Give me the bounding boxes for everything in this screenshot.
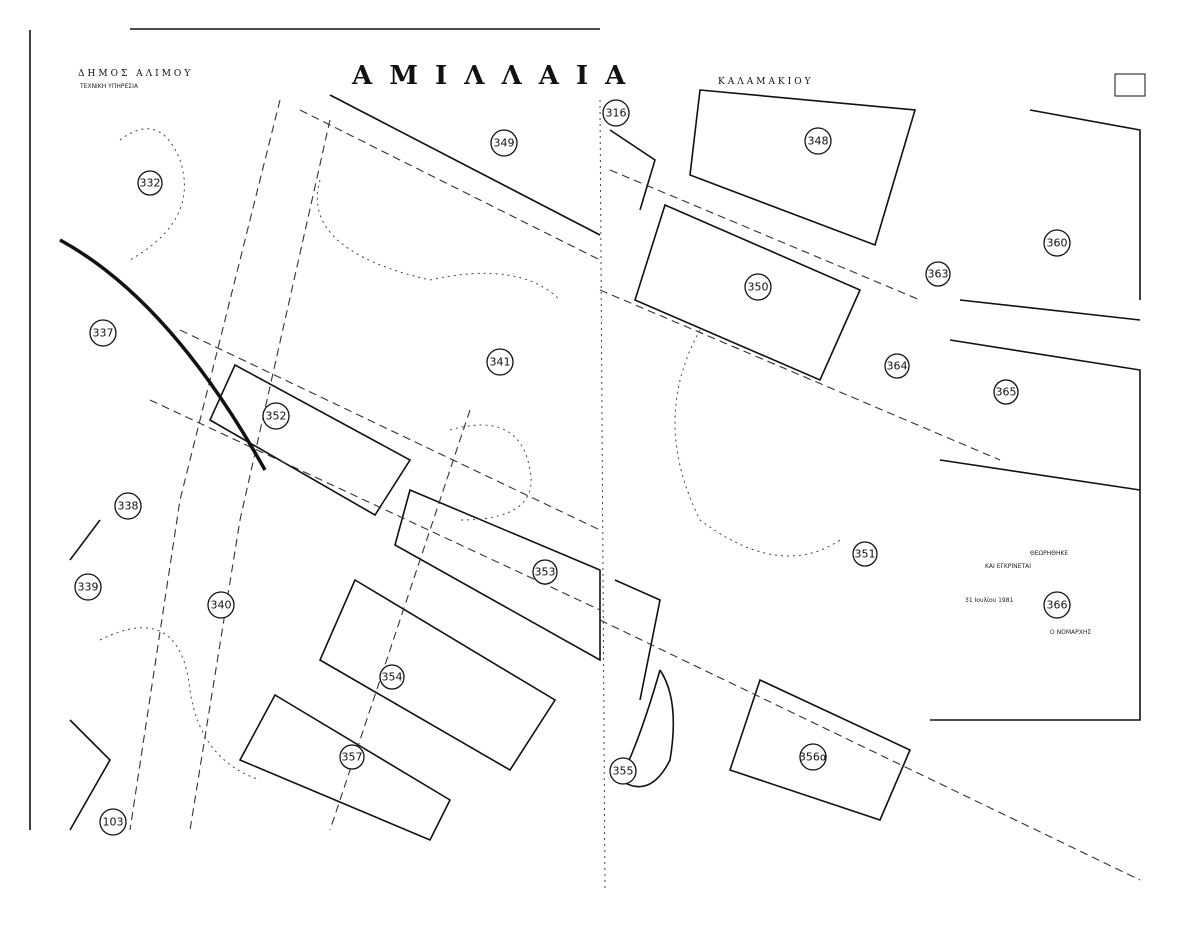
svg-text:350: 350 xyxy=(748,281,769,294)
parcel-364[interactable]: 364 xyxy=(884,353,910,379)
parcel-353[interactable]: 353 xyxy=(532,559,558,585)
map-subtitle: ΚΑΛΑΜΑΚΙΟΥ xyxy=(718,77,814,87)
svg-text:332: 332 xyxy=(140,177,161,190)
approval-date: 31 Ιουλίου 1981 xyxy=(965,597,1014,604)
parcel-339[interactable]: 339 xyxy=(74,573,102,601)
approval-annotation: ΘΕΩΡΗΘΗΚΕ ΚΑΙ ΕΓΚΡΙΝΕΤΑΙ 31 Ιουλίου 1981… xyxy=(965,550,1091,636)
parcel-365[interactable]: 365 xyxy=(993,379,1019,405)
svg-text:339: 339 xyxy=(78,581,99,594)
parcel-348[interactable]: 348 xyxy=(804,127,832,155)
parcel-103[interactable]: 103 xyxy=(99,808,127,836)
approval-line1: ΘΕΩΡΗΘΗΚΕ xyxy=(1030,550,1068,557)
svg-text:103: 103 xyxy=(103,816,124,829)
svg-text:364: 364 xyxy=(887,360,908,373)
svg-text:356α: 356α xyxy=(799,751,827,764)
parcel-351[interactable]: 351 xyxy=(852,541,878,567)
issuer-line2: ΤΕΧΝΙΚΗ ΥΠΗΡΕΣΙΑ xyxy=(79,83,139,90)
parcel-350[interactable]: 350 xyxy=(744,273,772,301)
svg-text:341: 341 xyxy=(490,356,511,369)
parcel-338[interactable]: 338 xyxy=(114,492,142,520)
parcel-349[interactable]: 349 xyxy=(490,129,518,157)
svg-text:352: 352 xyxy=(266,410,287,423)
approval-signature: Ο ΝΟΜΑΡΧΗΣ xyxy=(1050,629,1091,636)
svg-text:357: 357 xyxy=(342,751,363,764)
svg-text:349: 349 xyxy=(494,137,515,150)
stream-line xyxy=(59,238,267,471)
parcel-340[interactable]: 340 xyxy=(207,591,235,619)
parcel-labels: 349 316 348 360 363 350 364 365 341 332 … xyxy=(74,99,1071,836)
svg-text:338: 338 xyxy=(118,500,139,513)
svg-text:360: 360 xyxy=(1047,237,1068,250)
sheet-index-box xyxy=(1114,73,1146,97)
parcel-354[interactable]: 354 xyxy=(379,664,405,690)
approval-line2: ΚΑΙ ΕΓΚΡΙΝΕΤΑΙ xyxy=(985,563,1031,570)
svg-text:351: 351 xyxy=(855,548,876,561)
parcel-355[interactable]: 355 xyxy=(609,757,637,785)
parcel-332[interactable]: 332 xyxy=(137,170,163,196)
parcel-352[interactable]: 352 xyxy=(262,402,290,430)
parcel-356a[interactable]: 356α xyxy=(799,743,827,771)
sheet-seam xyxy=(599,99,606,891)
svg-text:354: 354 xyxy=(382,671,403,684)
map-title: Α Μ Ι Λ Λ Α Ι Α xyxy=(351,61,629,91)
parcel-363[interactable]: 363 xyxy=(925,261,951,287)
svg-text:316: 316 xyxy=(606,107,627,120)
parcel-357[interactable]: 357 xyxy=(339,744,365,770)
svg-text:340: 340 xyxy=(211,599,232,612)
parcel-337[interactable]: 337 xyxy=(89,319,117,347)
parcel-360[interactable]: 360 xyxy=(1043,229,1071,257)
svg-text:363: 363 xyxy=(928,268,949,281)
issuer-line1: ΔΗΜΟΣ ΑΛΙΜΟΥ xyxy=(78,69,193,79)
parcel-366[interactable]: 366 xyxy=(1043,591,1071,619)
parcel-341[interactable]: 341 xyxy=(486,348,514,376)
svg-text:365: 365 xyxy=(996,386,1017,399)
svg-text:353: 353 xyxy=(535,566,556,579)
svg-text:355: 355 xyxy=(613,765,634,778)
street-network xyxy=(59,89,1141,881)
svg-text:337: 337 xyxy=(93,327,114,340)
svg-text:348: 348 xyxy=(808,135,829,148)
parcel-316[interactable]: 316 xyxy=(602,99,630,127)
svg-text:366: 366 xyxy=(1047,599,1068,612)
